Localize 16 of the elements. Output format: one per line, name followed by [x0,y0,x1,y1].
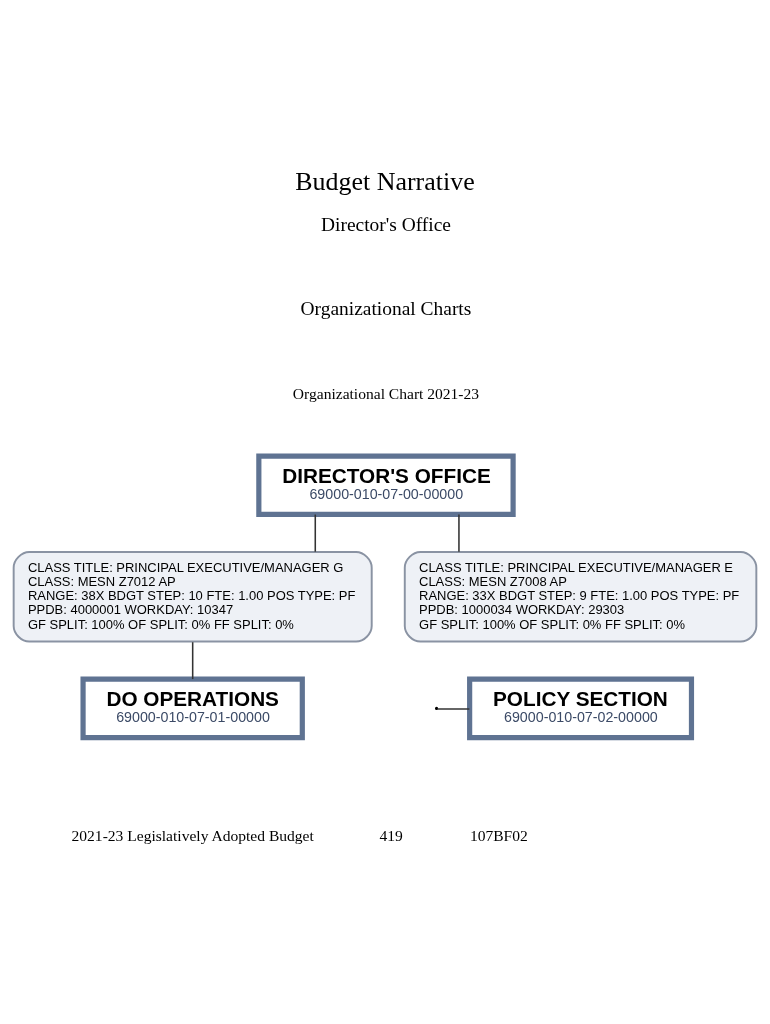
label: 419 [379,826,403,844]
connector [436,707,471,710]
connector [314,513,317,552]
connector [191,640,194,680]
node-box: DIRECTOR'S OFFICE 69000-010-07-00-00000 [256,452,516,517]
node-box: CLASS TITLE: PRINCIPAL EXECUTIVE/MANAGER G CLASS: MESN Z7012 AP RANGE: 38X BDGT STEP: 10 FTE: 1.00 POS TYPE: PF PPDB: 4000001 WORKDAY: 10347 GF SPLIT: 100% OF SPLIT: 0% FF SPLIT: 0% [12,550,373,643]
diagram-title: Budget Narrative [295,166,475,196]
node-box: DO OPERATIONS 69000-010-07-01-00000 [80,676,305,740]
label: 107BF02 [469,826,528,844]
connector [458,513,460,552]
node-box: POLICY SECTION 69000-010-07-02-00000 [467,676,695,740]
label: 2021-23 Legislatively Adopted Budget [71,826,314,844]
node-box: CLASS TITLE: PRINCIPAL EXECUTIVE/MANAGER E CLASS: MESN Z7008 AP RANGE: 33X BDGT STEP: 9 FTE: 1.00 POS TYPE: PF PPDB: 1000034 WORKDAY: 29303 GF SPLIT: 100% OF SPLIT: 0% FF SPLIT: 0% [403,550,758,643]
label: Organizational Chart 2021-23 [292,384,480,402]
label: Organizational Charts [300,297,472,319]
label: Director's Office [320,213,451,235]
